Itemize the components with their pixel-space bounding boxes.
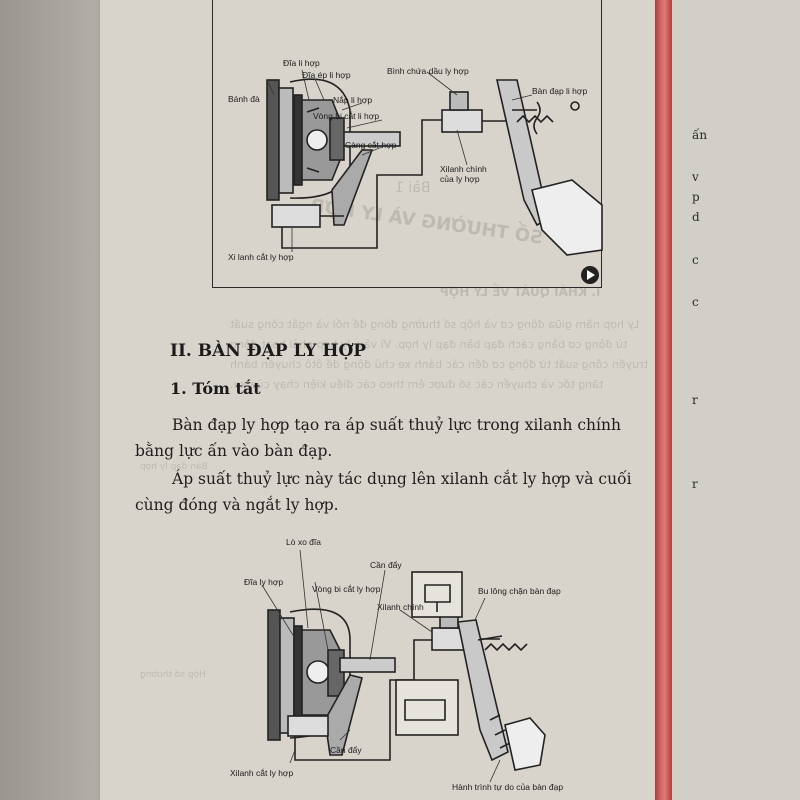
facing-page-fragment: c — [692, 295, 699, 309]
label-diaphragm-spring: Lò xo đĩa — [286, 537, 321, 547]
label-clutch-disc: Đĩa li hợp — [283, 58, 320, 68]
label-flywheel: Bánh đà — [228, 94, 260, 104]
subsection-heading: 1. Tóm tắt — [170, 379, 261, 398]
table-surface — [0, 0, 100, 800]
label-release-fork: Càng cắt hợp — [345, 140, 397, 150]
facing-page-fragment: r — [692, 393, 698, 407]
facing-page-fragment: v — [692, 170, 699, 184]
ghost-line: tăng tốc và chuyển các số được êm theo c… — [230, 378, 604, 391]
facing-page-fragment: ấn — [692, 128, 708, 142]
label-pedal-stop-bolt: Bu lông chặn bàn đạp — [478, 586, 561, 596]
label-push-rod: Cần đẩy — [370, 560, 402, 570]
facing-page-fragment: r — [692, 477, 698, 491]
label-release-bearing: Vòng bi cắt ly hợp — [312, 584, 381, 594]
facing-page: ấn v p d c c r r — [672, 0, 800, 800]
ghost-caption: Hộp số thường — [140, 670, 206, 680]
label-release-cylinder: Xilanh cắt ly hợp — [230, 768, 294, 778]
facing-page-fragment: p — [692, 190, 700, 204]
label-master-cylinder: Xilanh chính của ly hợp — [440, 164, 487, 184]
top-clutch-diagram — [266, 69, 603, 284]
ghost-line: Ly hợp nằm giữa động cơ và hộp số thường… — [230, 318, 640, 331]
label-clutch-pedal: Bàn đạp li hợp — [532, 86, 588, 96]
label-release-bearing: Vòng bi cắt li hợp — [313, 111, 380, 121]
label-push-rod-2: Cần đẩy — [330, 745, 362, 755]
label-clutch-cover: Nắp li hợp — [333, 95, 373, 105]
label-pressure-plate: Đĩa ép li hợp — [302, 70, 351, 80]
bottom-clutch-diagram — [261, 549, 546, 783]
label-free-play: Hành trình tự do của bàn đạp — [452, 782, 564, 792]
label-fluid-reservoir: Bình chứa dầu ly hợp — [387, 66, 469, 76]
facing-page-fragment: d — [692, 210, 700, 224]
paragraph: Bàn đạp ly hợp tạo ra áp suất thuỷ lực t… — [135, 416, 621, 460]
section-heading: II. BÀN ĐẠP LY HỢP — [170, 341, 367, 361]
label-release-cylinder: Xi lanh cắt ly hợp — [228, 252, 294, 262]
top-figure-frame — [212, 0, 602, 288]
facing-page-fragment: c — [692, 253, 699, 267]
label-master-cylinder: Xilanh chính — [377, 602, 424, 612]
page-edge-strip — [654, 0, 672, 800]
label-clutch-disc: Đĩa ly hợp — [244, 577, 284, 587]
paragraph: Áp suất thuỷ lực này tác dụng lên xilanh… — [135, 470, 632, 514]
